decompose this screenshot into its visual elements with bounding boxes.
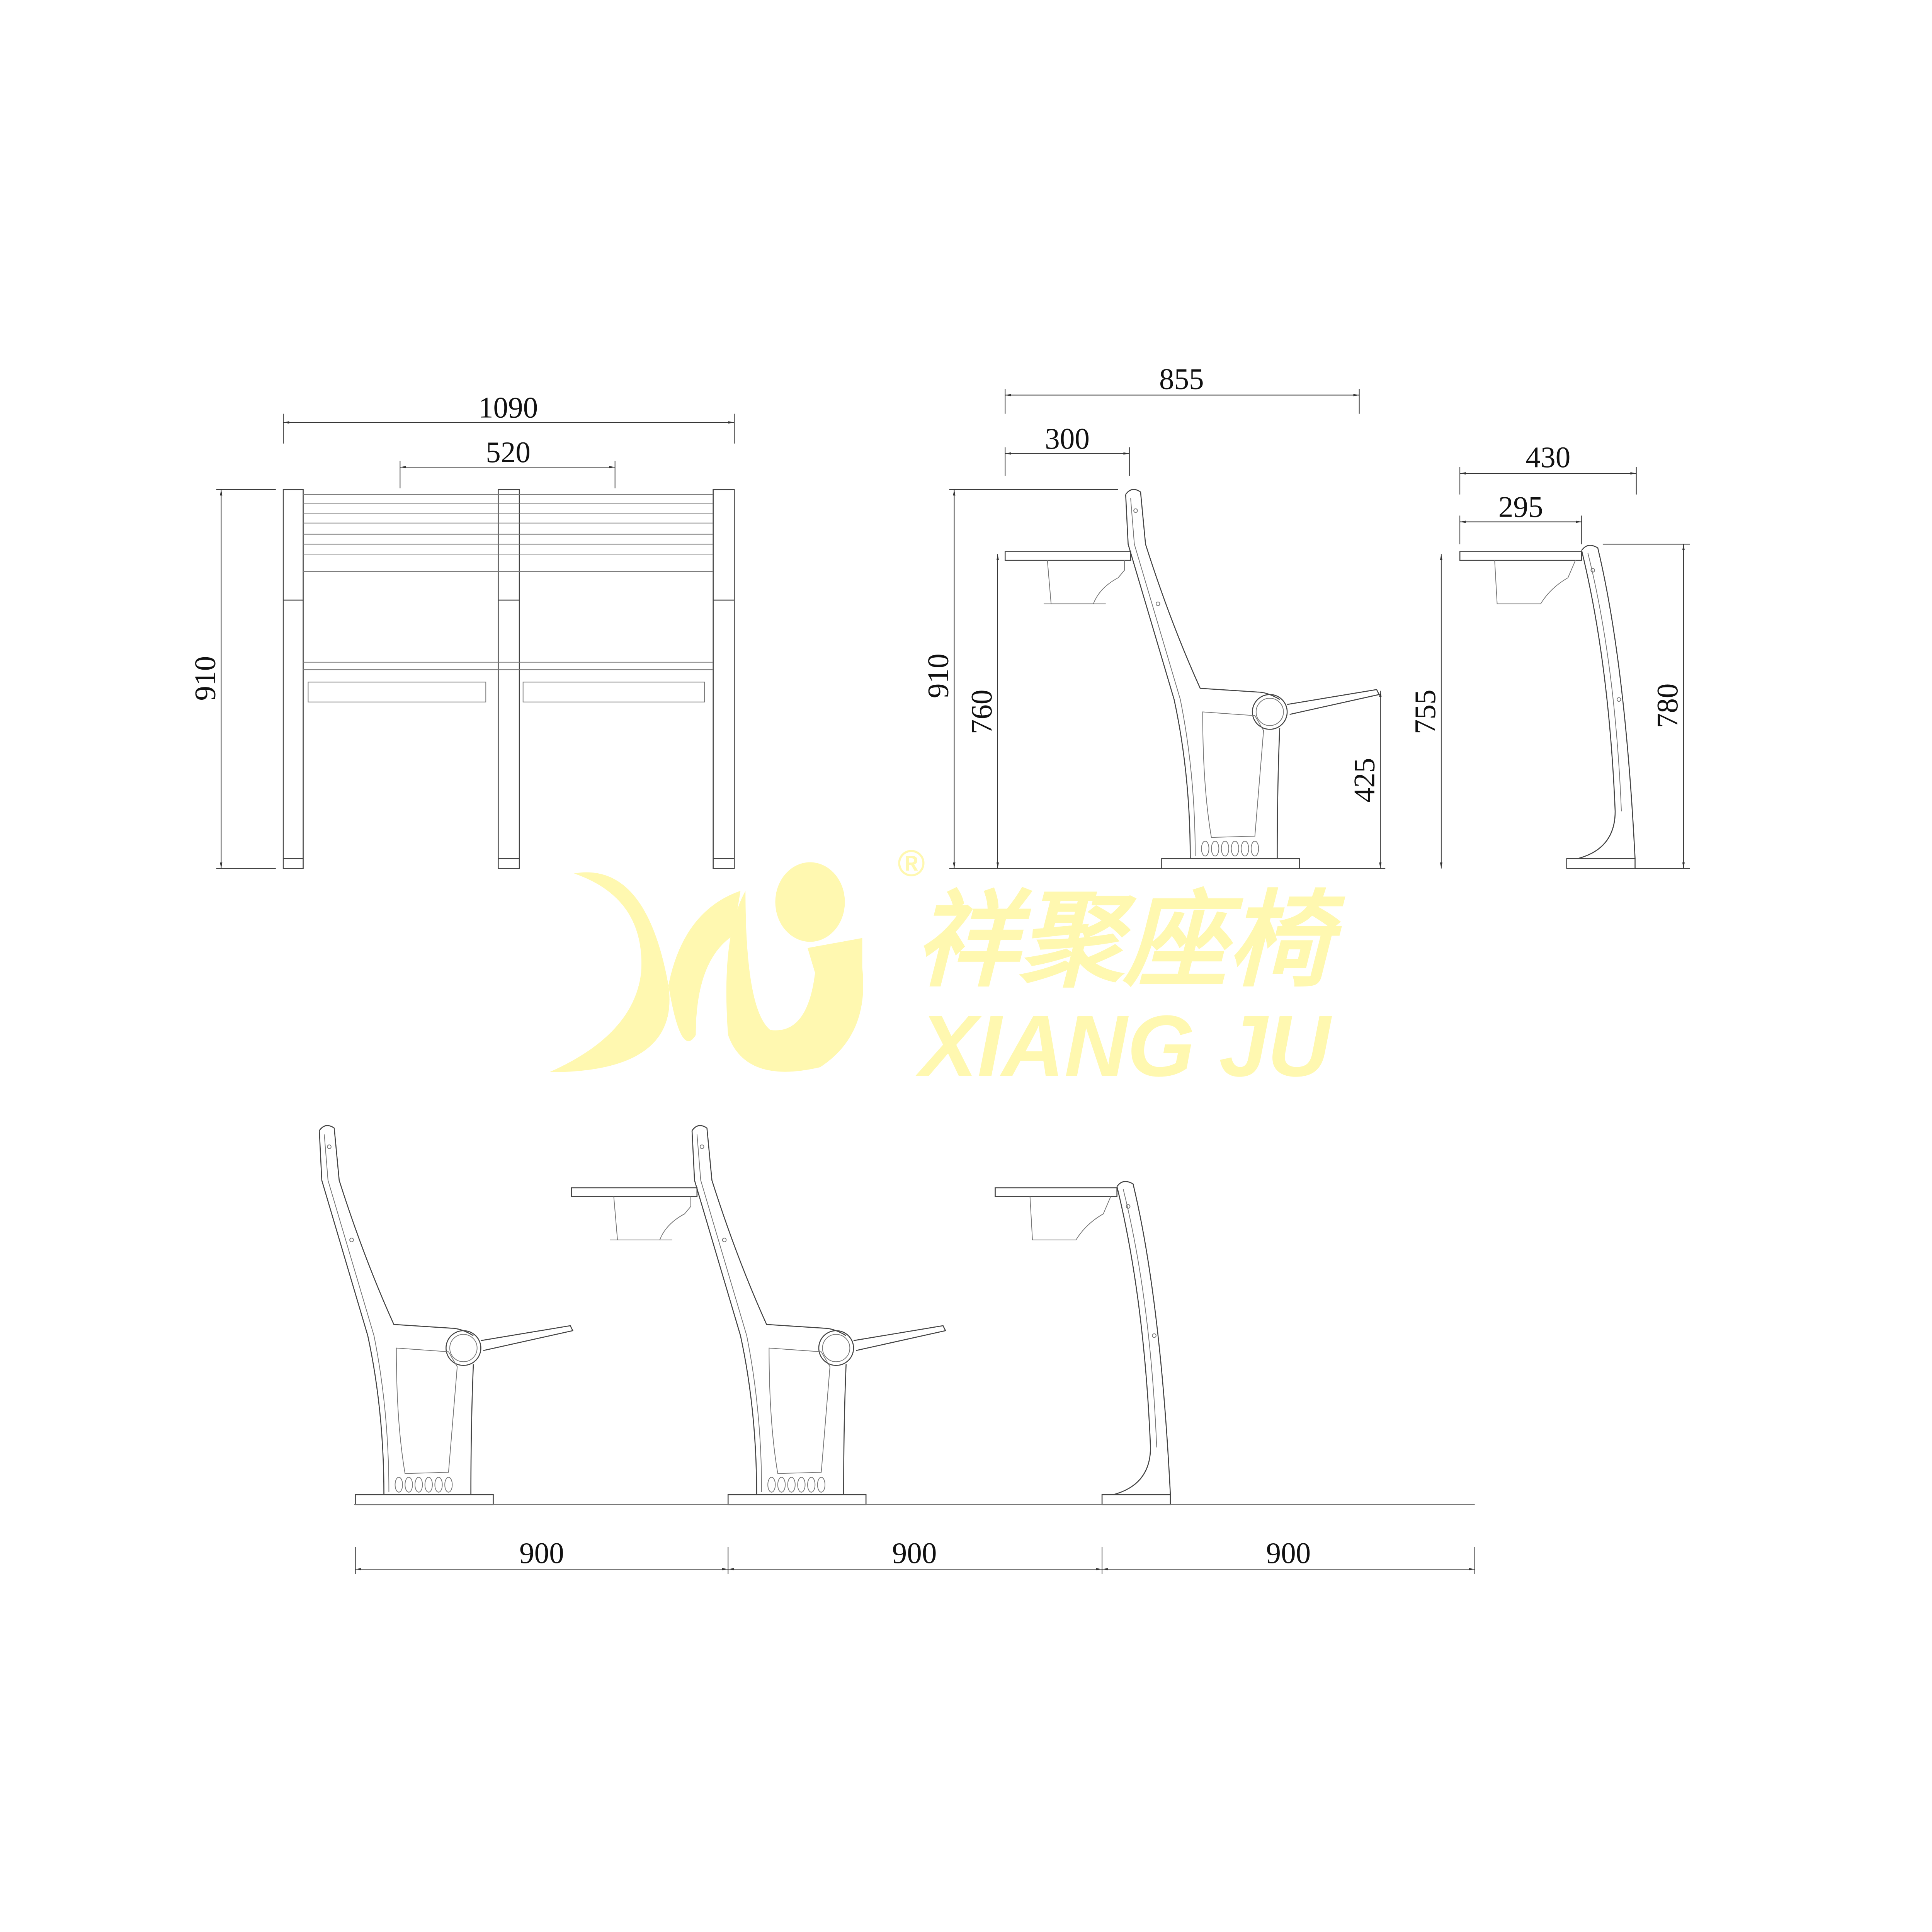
dim-front-width-total: 1090 xyxy=(478,391,538,424)
brand-logo: ® 祥聚座椅 XIANG JU xyxy=(549,843,1347,1095)
dim-side-depth-total: 855 xyxy=(1159,362,1204,395)
side-view: 855 300 910 760 425 xyxy=(921,362,1386,869)
row-elevation: 900 900 900 xyxy=(319,1125,1475,1574)
dim-end-depth-total: 430 xyxy=(1526,440,1571,474)
dim-end-desk-depth: 295 xyxy=(1498,490,1543,524)
dim-side-desk-height: 760 xyxy=(965,690,998,735)
dim-row-spacing-2: 900 xyxy=(892,1536,937,1570)
logo-english-name: XIANG JU xyxy=(915,997,1332,1095)
logo-chinese-name: 祥聚座椅 xyxy=(915,882,1347,999)
dim-side-seat-height: 425 xyxy=(1347,758,1381,803)
dim-front-height: 910 xyxy=(188,656,221,701)
dim-front-width-seat: 520 xyxy=(486,435,531,469)
dim-side-desk-depth: 300 xyxy=(1045,422,1090,455)
dim-side-height: 910 xyxy=(921,653,954,698)
registered-mark: ® xyxy=(897,843,925,884)
dim-row-spacing-1: 900 xyxy=(519,1536,564,1570)
dim-end-height: 780 xyxy=(1651,683,1684,728)
end-view: 430 295 755 780 xyxy=(1408,440,1690,869)
dim-row-spacing-3: 900 xyxy=(1266,1536,1311,1570)
front-view: 1090 520 910 xyxy=(188,391,735,869)
dim-end-desk-height: 755 xyxy=(1408,690,1442,735)
